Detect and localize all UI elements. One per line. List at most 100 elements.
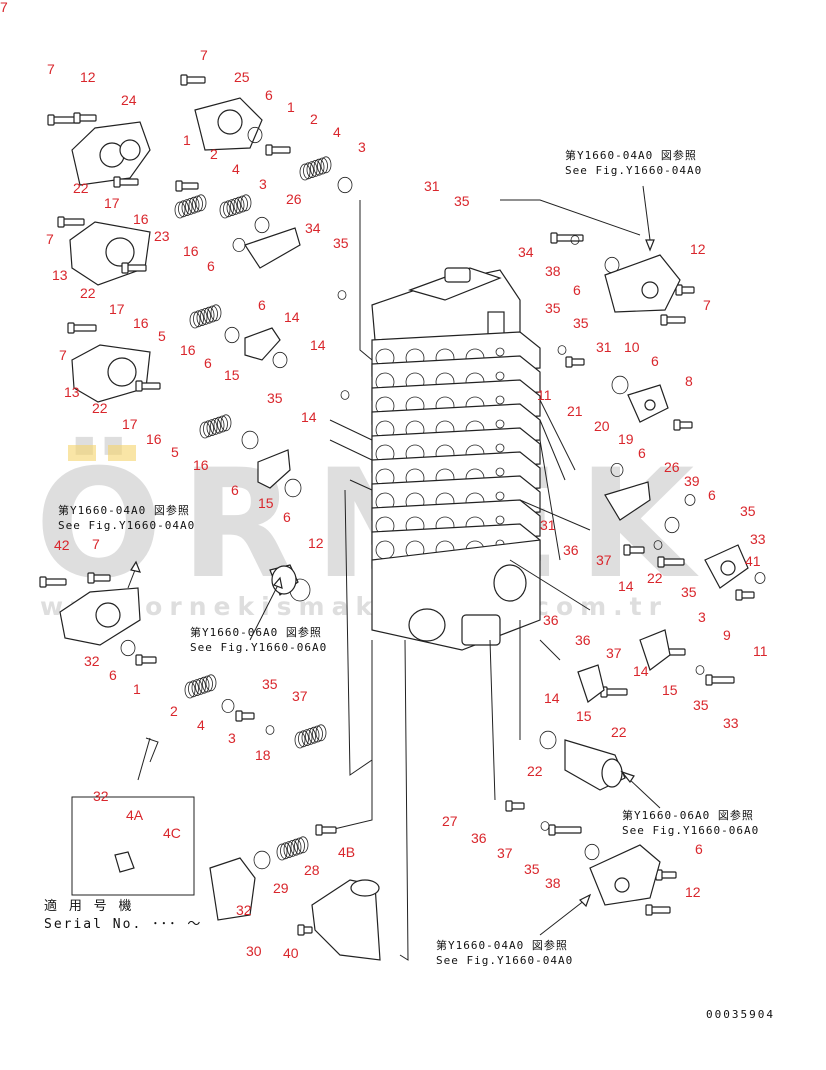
part-number-label: 22 bbox=[611, 724, 627, 740]
o-ring bbox=[611, 375, 629, 395]
part-number-label: 14 bbox=[544, 690, 560, 706]
part-number-label: 16 bbox=[133, 211, 149, 227]
serial-jp: 適 用 号 機 bbox=[44, 899, 134, 914]
o-ring bbox=[539, 730, 557, 750]
part-number-label: 6 bbox=[204, 355, 212, 371]
part-number-label: 15 bbox=[662, 682, 678, 698]
bolt-hole bbox=[495, 371, 505, 381]
bolt bbox=[548, 824, 582, 836]
part-number-label: 27 bbox=[442, 813, 458, 829]
part-number-label: 33 bbox=[723, 715, 739, 731]
serial-note: 適 用 号 機 Serial No. ･･･ ～ bbox=[44, 898, 202, 934]
bolt bbox=[550, 232, 584, 244]
part-number-label: 7 bbox=[200, 47, 208, 63]
part-number-label: 1 bbox=[133, 681, 141, 697]
part-number-label: 6 bbox=[695, 841, 703, 857]
o-ring bbox=[253, 850, 271, 870]
bolt bbox=[39, 576, 67, 588]
bolt bbox=[655, 869, 677, 881]
part-number-label: 15 bbox=[224, 367, 240, 383]
bolt bbox=[121, 262, 147, 274]
bolt bbox=[565, 356, 585, 368]
part-number-label: 35 bbox=[267, 390, 283, 406]
o-ring bbox=[272, 351, 288, 369]
bolt bbox=[73, 112, 97, 124]
part-number-label: 8 bbox=[685, 373, 693, 389]
part-number-label: 22 bbox=[92, 400, 108, 416]
bolt bbox=[673, 419, 693, 431]
part-number-label: 12 bbox=[80, 69, 96, 85]
bolt bbox=[87, 572, 111, 584]
bolt bbox=[657, 556, 685, 568]
part-number-label: 11 bbox=[537, 387, 552, 403]
part-number-label: 32 bbox=[84, 653, 100, 669]
reference-note: 第Y1660-06A0 図参照 See Fig.Y1660-06A0 bbox=[622, 808, 759, 838]
part-number-label: 37 bbox=[596, 552, 612, 568]
reference-en: See Fig.Y1660-04A0 bbox=[565, 164, 703, 177]
part-number-label: 32 bbox=[93, 788, 109, 804]
part-number-label: 25 bbox=[234, 69, 250, 85]
bolt bbox=[600, 686, 628, 698]
reference-en: See Fig.Y1660-04A0 bbox=[58, 519, 196, 532]
reference-note: 第Y1660-04A0 図参照 See Fig.Y1660-04A0 bbox=[436, 938, 573, 968]
part-number-label: 21 bbox=[567, 403, 583, 419]
part-number-label: 30 bbox=[246, 943, 262, 959]
part-number-label: 20 bbox=[594, 418, 610, 434]
part-number-label: 22 bbox=[527, 763, 543, 779]
o-ring bbox=[224, 326, 240, 344]
part-number-label: 3 bbox=[698, 609, 706, 625]
part-number-label: 6 bbox=[109, 667, 117, 683]
reference-note: 第Y1660-04A0 図参照 See Fig.Y1660-04A0 bbox=[565, 148, 702, 178]
part-number-label: 3 bbox=[228, 730, 236, 746]
part-number-label: 35 bbox=[681, 584, 697, 600]
part-number-label: 6 bbox=[638, 445, 646, 461]
spring bbox=[174, 194, 207, 219]
part-number-label: 16 bbox=[183, 243, 199, 259]
part-number-label: 17 bbox=[109, 301, 125, 317]
spring bbox=[299, 156, 332, 181]
part-number-label: 4 bbox=[197, 717, 205, 733]
part-number-label: 12 bbox=[690, 241, 706, 257]
bolt bbox=[67, 322, 97, 334]
bolt bbox=[180, 74, 206, 86]
part-number-label: 12 bbox=[685, 884, 701, 900]
part-number-label: 13 bbox=[52, 267, 68, 283]
reference-jp: 第Y1660-04A0 図参照 bbox=[58, 504, 190, 517]
detail-box-4a bbox=[71, 796, 195, 896]
part-number-label: 18 bbox=[255, 747, 271, 763]
part-number-label: 35 bbox=[740, 503, 756, 519]
o-ring bbox=[221, 699, 235, 714]
serial-en: Serial No. ･･･ ～ bbox=[44, 917, 203, 932]
part-number-label: 29 bbox=[273, 880, 289, 896]
part-number-label: 11 bbox=[753, 643, 768, 659]
part-number-label: 35 bbox=[524, 861, 540, 877]
part-number-label: 24 bbox=[121, 92, 137, 108]
o-ring bbox=[340, 390, 350, 400]
part-number-label: 14 bbox=[310, 337, 326, 353]
bolt bbox=[660, 314, 686, 326]
o-ring bbox=[284, 478, 302, 498]
part-number-label: 26 bbox=[286, 191, 302, 207]
part-number-label: 28 bbox=[304, 862, 320, 878]
bolt bbox=[235, 710, 255, 722]
part-number-label: 34 bbox=[305, 220, 321, 236]
part-number-label: 1 bbox=[183, 132, 191, 148]
o-ring bbox=[557, 345, 567, 355]
part-number-label: 7 bbox=[0, 0, 8, 15]
part-number-label: 35 bbox=[333, 235, 349, 251]
part-number-label: 40 bbox=[283, 945, 299, 961]
part-number-label: 16 bbox=[133, 315, 149, 331]
part-number-label: 19 bbox=[618, 431, 634, 447]
drawing-number: 00035904 bbox=[706, 1008, 775, 1021]
o-ring bbox=[754, 572, 766, 584]
part-number-label: 42 bbox=[54, 537, 70, 553]
reference-note: 第Y1660-06A0 図参照 See Fig.Y1660-06A0 bbox=[190, 625, 327, 655]
reference-jp: 第Y1660-06A0 図参照 bbox=[622, 809, 754, 822]
bolt bbox=[735, 589, 755, 601]
o-ring bbox=[120, 639, 136, 657]
bolt bbox=[57, 216, 85, 228]
bolt-hole bbox=[495, 395, 505, 405]
part-number-label: 32 bbox=[236, 902, 252, 918]
part-number-label: 6 bbox=[231, 482, 239, 498]
bolt bbox=[623, 544, 645, 556]
